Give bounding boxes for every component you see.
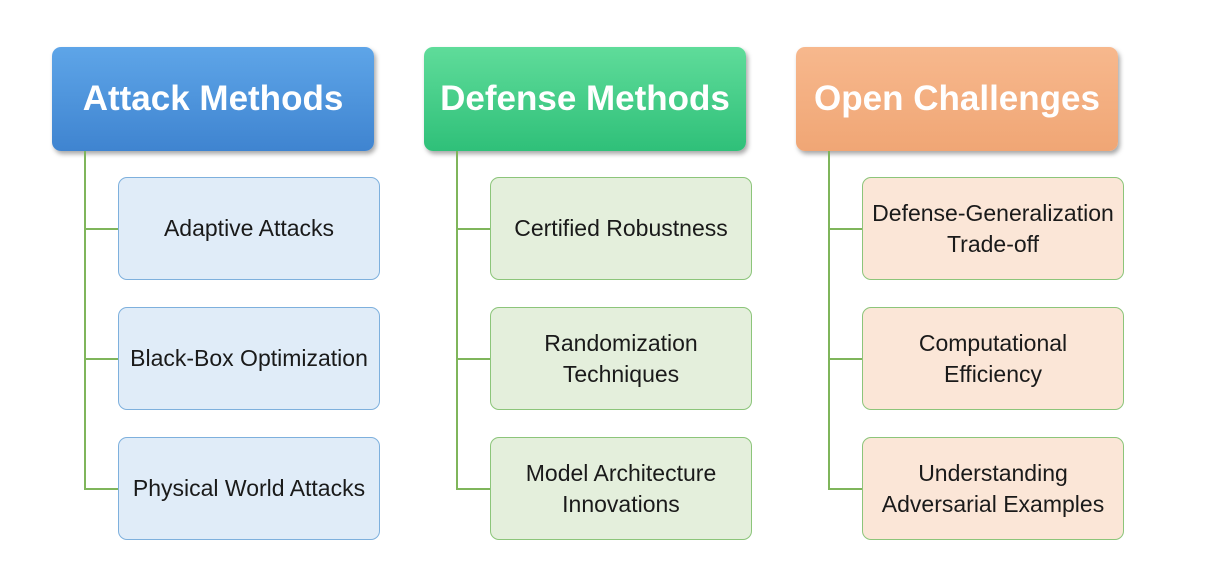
column-defense-methods: Defense Methods Certified Robustness Ran… bbox=[424, 0, 764, 576]
connector-vertical bbox=[84, 151, 86, 489]
connector-branch bbox=[456, 488, 490, 490]
header-open-challenges: Open Challenges bbox=[796, 47, 1118, 151]
connector-branch bbox=[84, 358, 118, 360]
connector-branch bbox=[456, 358, 490, 360]
connector-branch bbox=[828, 228, 862, 230]
item-physical-world-attacks: Physical World Attacks bbox=[118, 437, 380, 540]
column-attack-methods: Attack Methods Adaptive Attacks Black-Bo… bbox=[52, 0, 392, 576]
item-black-box-optimization: Black-Box Optimization bbox=[118, 307, 380, 410]
connector-branch bbox=[84, 488, 118, 490]
header-defense-methods: Defense Methods bbox=[424, 47, 746, 151]
item-understanding-adversarial-examples: Understanding Adversarial Examples bbox=[862, 437, 1124, 540]
header-attack-methods: Attack Methods bbox=[52, 47, 374, 151]
item-model-architecture-innovations: Model Architecture Innovations bbox=[490, 437, 752, 540]
column-open-challenges: Open Challenges Defense-Generalization T… bbox=[796, 0, 1136, 576]
item-computational-efficiency: Computational Efficiency bbox=[862, 307, 1124, 410]
connector-branch bbox=[828, 488, 862, 490]
connector-branch bbox=[828, 358, 862, 360]
connector-vertical bbox=[828, 151, 830, 489]
item-adaptive-attacks: Adaptive Attacks bbox=[118, 177, 380, 280]
connector-branch bbox=[84, 228, 118, 230]
item-defense-generalization-trade-off: Defense-Generalization Trade-off bbox=[862, 177, 1124, 280]
connector-branch bbox=[456, 228, 490, 230]
connector-vertical bbox=[456, 151, 458, 489]
item-certified-robustness: Certified Robustness bbox=[490, 177, 752, 280]
item-randomization-techniques: Randomization Techniques bbox=[490, 307, 752, 410]
